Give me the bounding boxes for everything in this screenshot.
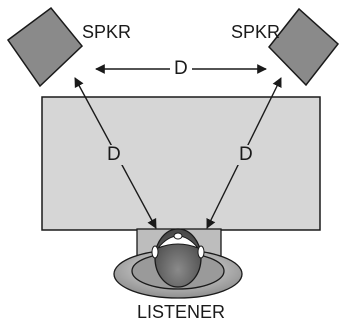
speaker-left-label: SPKR (82, 22, 132, 42)
distance-label-top: D (170, 59, 192, 79)
table (41, 96, 321, 231)
listener-nose (173, 232, 183, 240)
listener-left-ear (151, 245, 159, 259)
distance-label-right: D (235, 145, 257, 165)
listener-label: LISTENER (137, 302, 226, 322)
speaker-right-label: SPKR (231, 22, 281, 42)
listener-face (157, 235, 199, 249)
distance-label-left: D (103, 145, 125, 165)
right-speaker (268, 7, 340, 87)
listener-right-ear (197, 245, 205, 259)
left-speaker (6, 6, 84, 88)
